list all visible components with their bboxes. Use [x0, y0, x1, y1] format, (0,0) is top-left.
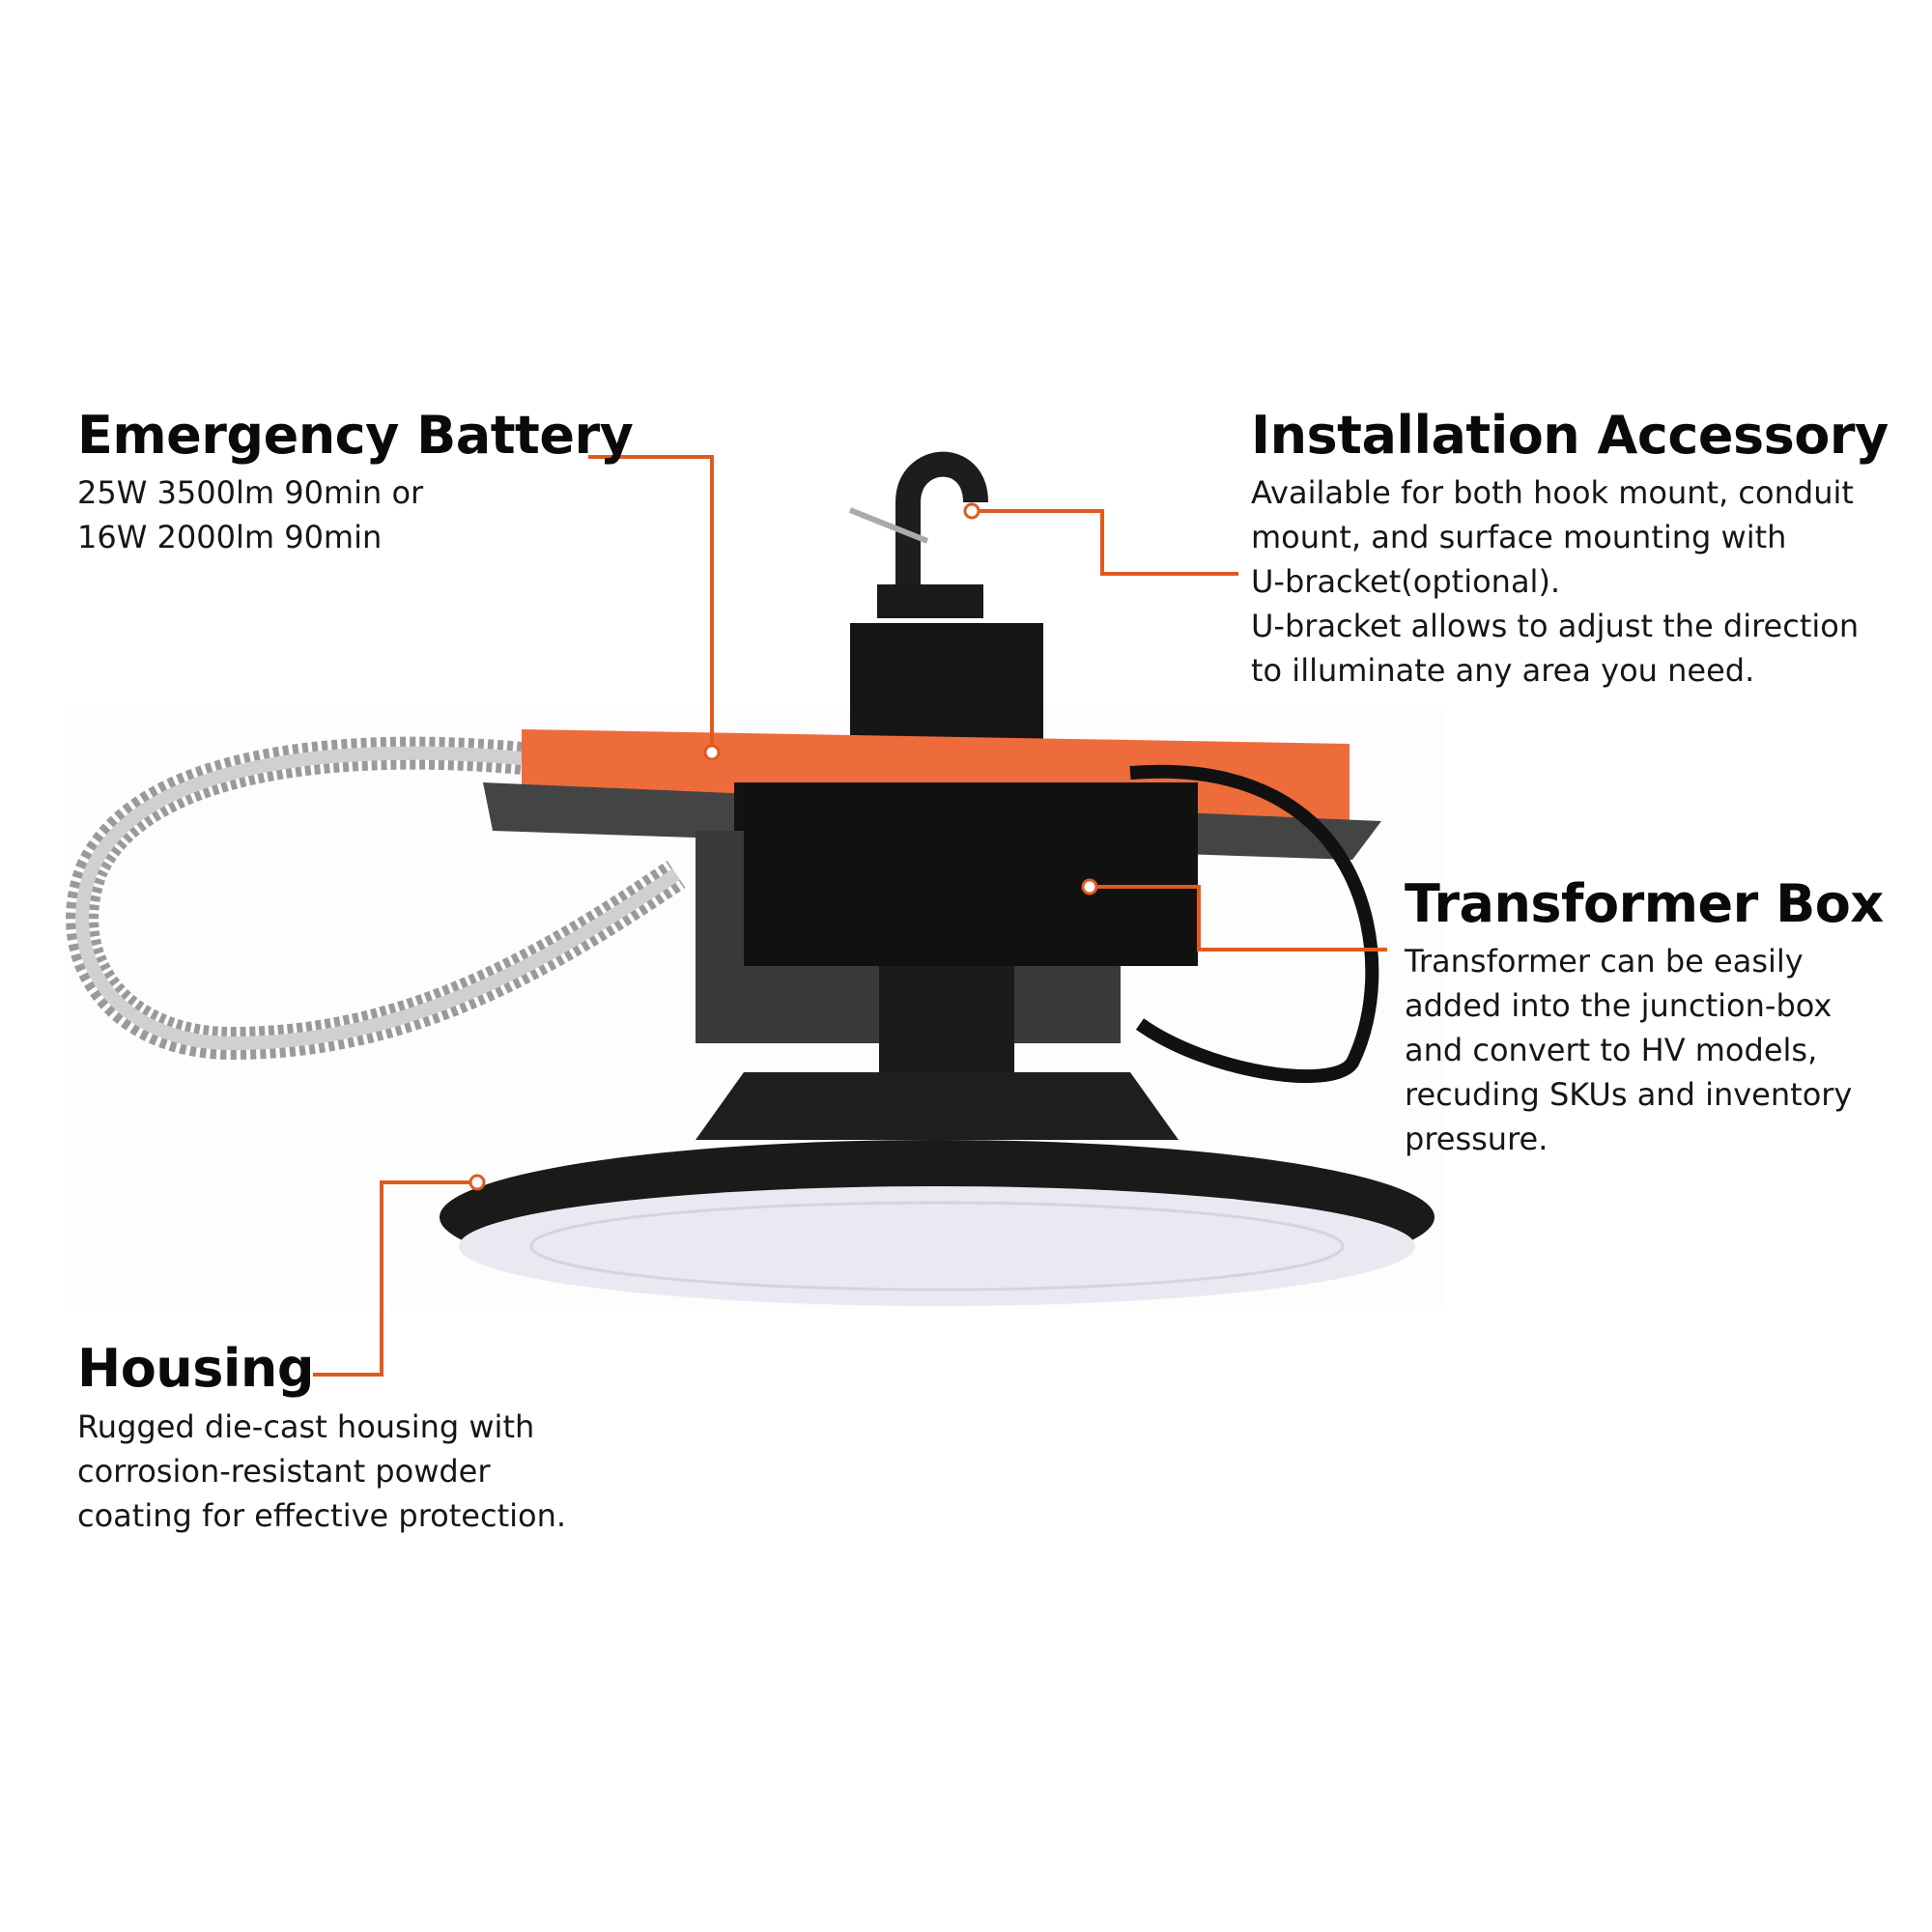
- housing-title: Housing: [77, 1338, 314, 1399]
- conduit-highlight: [75, 746, 680, 1051]
- transformer-line: Transformer can be easily: [1405, 943, 1804, 980]
- installation-line: U-bracket(optional).: [1251, 563, 1561, 600]
- heat-sink: [696, 1072, 1179, 1140]
- installation-description: Available for both hook mount, conduit m…: [1251, 470, 1859, 693]
- battery-line: 25W 3500lm 90min or: [77, 474, 424, 511]
- housing-line: Rugged die-cast housing with: [77, 1408, 535, 1445]
- transformer-description: Transformer can be easily added into the…: [1405, 939, 1852, 1161]
- battery-dot: [703, 744, 721, 761]
- lamp-neck: [879, 966, 1014, 1082]
- transformer-line: pressure.: [1405, 1121, 1548, 1157]
- housing-description: Rugged die-cast housing with corrosion-r…: [77, 1405, 566, 1538]
- installation-title: Installation Accessory: [1251, 405, 1889, 466]
- housing-line: coating for effective protection.: [77, 1497, 567, 1534]
- transformer-line: added into the junction-box: [1405, 987, 1833, 1024]
- installation-line: to illuminate any area you need.: [1251, 652, 1755, 689]
- battery-title: Emergency Battery: [77, 405, 634, 466]
- hook-collar: [877, 584, 983, 618]
- installation-dot: [963, 502, 980, 520]
- battery-description: 25W 3500lm 90min or 16W 2000lm 90min: [77, 470, 423, 559]
- hook: [895, 451, 988, 609]
- installation-line: Available for both hook mount, conduit: [1251, 474, 1854, 511]
- transformer-box-front: [744, 787, 1193, 966]
- power-cable: [1129, 764, 1379, 1084]
- transformer-dot: [1081, 878, 1098, 895]
- installation-leader: [972, 509, 1238, 576]
- transformer-title: Transformer Box: [1405, 873, 1884, 934]
- installation-line: U-bracket allows to adjust the direction: [1251, 608, 1860, 644]
- transformer-line: recuding SKUs and inventory: [1405, 1076, 1853, 1113]
- housing-dot: [469, 1174, 486, 1191]
- housing-leader: [313, 1180, 477, 1377]
- transformer-leader: [1090, 885, 1387, 952]
- transformer-line: and convert to HV models,: [1405, 1032, 1818, 1068]
- leader-lines: [313, 455, 1387, 1377]
- led-lens: [459, 1186, 1415, 1306]
- battery-leader: [588, 455, 714, 753]
- battery-line: 16W 2000lm 90min: [77, 519, 383, 555]
- lens-ring: [529, 1201, 1345, 1292]
- installation-line: mount, and surface mounting with: [1251, 519, 1787, 555]
- hook-screw: [848, 507, 929, 544]
- housing-line: corrosion-resistant powder: [77, 1453, 491, 1490]
